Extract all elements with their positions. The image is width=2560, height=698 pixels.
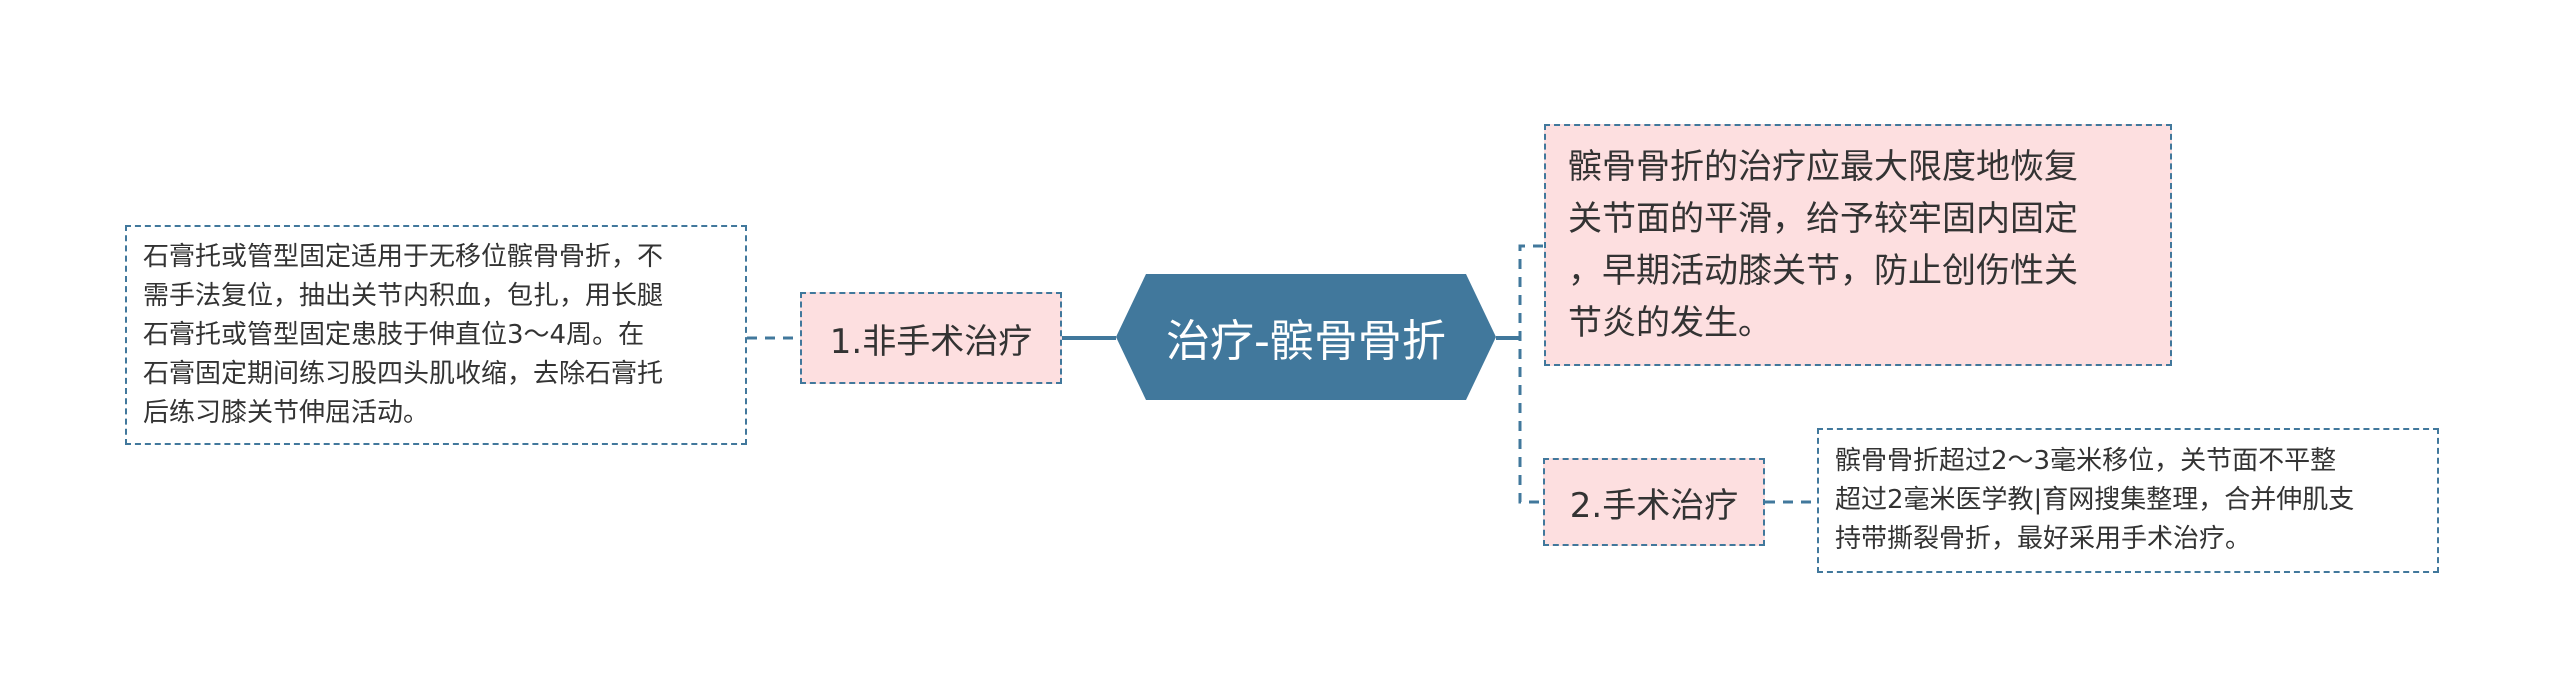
central-topic[interactable]: 治疗-髌骨骨折 [1116,274,1496,400]
branch-non-surgical[interactable]: 1.非手术治疗 [800,292,1062,384]
branch-non-surgical-label: 1.非手术治疗 [829,321,1033,362]
non-surgical-detail[interactable]: 石膏托或管型固定适用于无移位髌骨骨折，不 需手法复位，抽出关节内积血，包扎，用长… [125,225,747,445]
surgical-detail-text: 髌骨骨折超过2～3毫米移位，关节面不平整 超过2毫米医学教|育网搜集整理，合并伸… [1835,446,2355,554]
surgical-detail[interactable]: 髌骨骨折超过2～3毫米移位，关节面不平整 超过2毫米医学教|育网搜集整理，合并伸… [1817,428,2439,573]
branch-surgical-label: 2.手术治疗 [1569,485,1739,526]
branch-surgical[interactable]: 2.手术治疗 [1543,458,1765,546]
central-topic-label: 治疗-髌骨骨折 [1166,316,1446,367]
connector-right-bracket [1518,244,1543,504]
non-surgical-detail-text: 石膏托或管型固定适用于无移位髌骨骨折，不 需手法复位，抽出关节内积血，包扎，用长… [143,241,664,428]
treatment-principle-text: 髌骨骨折的治疗应最大限度地恢复 关节面的平滑，给予较牢固内固定 ，早期活动膝关节… [1568,147,2078,343]
treatment-principle-note[interactable]: 髌骨骨折的治疗应最大限度地恢复 关节面的平滑，给予较牢固内固定 ，早期活动膝关节… [1544,124,2172,366]
